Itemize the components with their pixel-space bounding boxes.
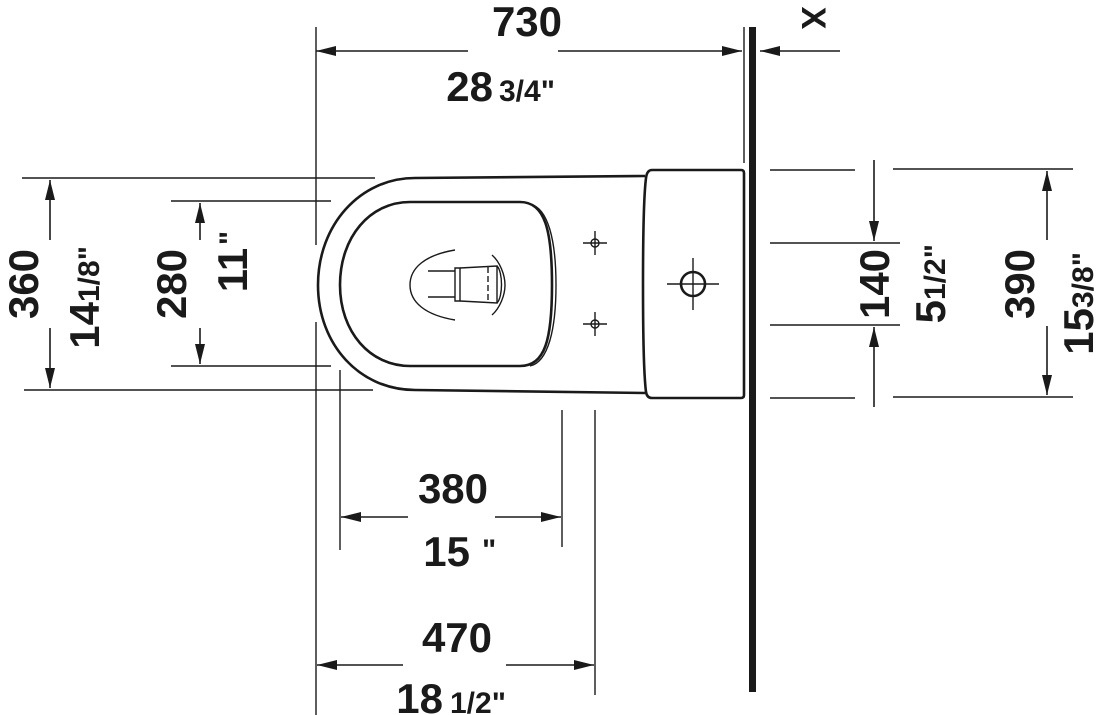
dim-seat-width-inch-whole: 11	[209, 248, 256, 292]
dim-front-to-fixing: 470 18 1/2"	[317, 410, 596, 715]
wall-line	[743, 27, 756, 692]
dim-tank-width-inch-whole: 15	[1055, 308, 1097, 355]
dim-overall-width-mm: 360	[0, 249, 47, 319]
dim-overall-length: 730 28 3/4"	[315, 0, 742, 145]
dim-seat-width-inch-frac: "	[214, 231, 247, 245]
dim-front-fixing-mm: 470	[422, 614, 492, 661]
toilet-outline	[316, 168, 746, 400]
dim-tank-connection-spacing: 140 5 1/2"	[770, 160, 954, 407]
wall-marker-label: X	[794, 7, 832, 30]
trapway-icon	[409, 249, 506, 321]
dim-overall-width-inch-frac: 1/8"	[73, 246, 106, 302]
dim-front-fixing-inch-frac: 1/2"	[450, 687, 506, 715]
seat-mount-hole-bottom-icon	[583, 312, 607, 336]
seat-mount-hole-top-icon	[583, 231, 607, 255]
wall-marker: X	[760, 7, 840, 56]
dim-overall-length-inch-frac: 3/4"	[499, 75, 555, 108]
dim-bowl-length-mm: 380	[418, 465, 488, 512]
dim-overall-width: 360 14 1/8"	[0, 145, 375, 715]
dim-seat-width: 280 11 "	[148, 200, 341, 550]
dim-overall-length-inch-whole: 28	[446, 63, 493, 110]
dim-front-fixing-inch-whole: 18	[396, 675, 443, 715]
dim-tank-width-mm: 390	[996, 249, 1043, 319]
dim-bowl-seat-length: 380 15 "	[341, 410, 563, 575]
flush-hole-icon	[667, 258, 719, 310]
dim-seat-width-mm: 280	[148, 249, 195, 319]
dim-overall-length-mm: 730	[492, 0, 562, 45]
dim-tank-spacing-mm: 140	[851, 249, 898, 319]
dim-bowl-length-inch-whole: 15	[423, 528, 470, 575]
dim-tank-spacing-inch-whole: 5	[907, 300, 954, 323]
dim-bowl-length-inch-frac: "	[482, 534, 496, 567]
dim-tank-width-inch-frac: 3/8"	[1067, 252, 1097, 308]
dim-tank-width: 390 15 3/8"	[893, 168, 1097, 398]
dim-tank-spacing-inch-frac: 1/2"	[919, 244, 952, 300]
dim-overall-width-inch-whole: 14	[61, 301, 108, 348]
